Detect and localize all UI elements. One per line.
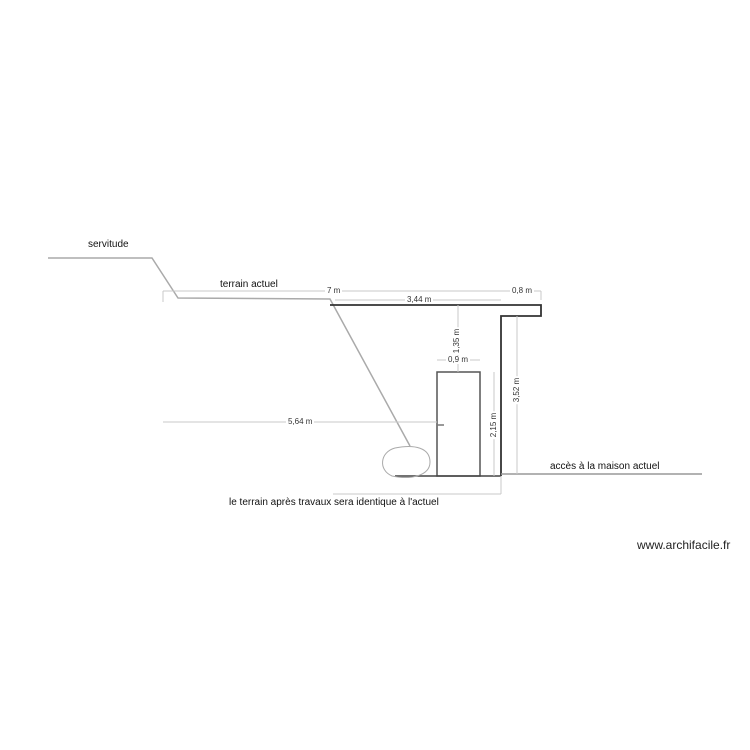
dim-door-offset: 5,64 m xyxy=(286,417,315,426)
dim-total-width: 7 m xyxy=(325,286,343,295)
label-servitude: servitude xyxy=(88,239,129,250)
boulder-shape xyxy=(382,446,431,478)
dim-door-height: 2,15 m xyxy=(489,410,499,440)
label-note-terrain: le terrain après travaux sera identique … xyxy=(229,497,439,508)
dim-wall-height: 3,52 m xyxy=(512,375,522,405)
terrain-line xyxy=(48,257,411,447)
dim-door-width: 0,9 m xyxy=(446,355,471,364)
label-terrain-actuel: terrain actuel xyxy=(220,279,278,290)
door-frame xyxy=(436,371,481,477)
dim-ceiling-gap: 1,35 m xyxy=(452,326,462,356)
dim-overhang: 0,8 m xyxy=(510,286,535,295)
watermark-text: www.archifacile.fr xyxy=(637,538,731,552)
label-acces-maison: accès à la maison actuel xyxy=(550,461,660,472)
roof-slab xyxy=(330,304,542,476)
dim-roof-width: 3,44 m xyxy=(405,295,434,304)
